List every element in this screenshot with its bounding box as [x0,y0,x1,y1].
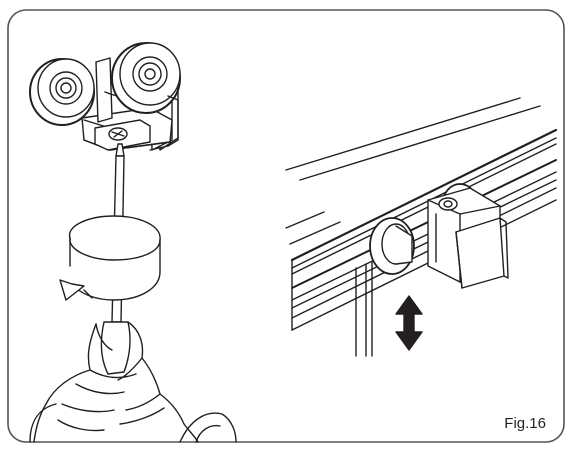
left-wheel-icon [29,58,95,126]
hand-illustration [29,321,237,443]
figure-frame [7,9,565,443]
figure-label: Fig.16 [504,415,546,432]
rail-illustration [285,97,558,357]
up-down-arrow-icon [395,295,423,351]
roller-assembly-illustration [29,42,181,151]
rotation-arrow-icon [59,215,161,301]
right-wheel-icon [111,42,181,114]
rail-roller-icon [369,183,509,289]
